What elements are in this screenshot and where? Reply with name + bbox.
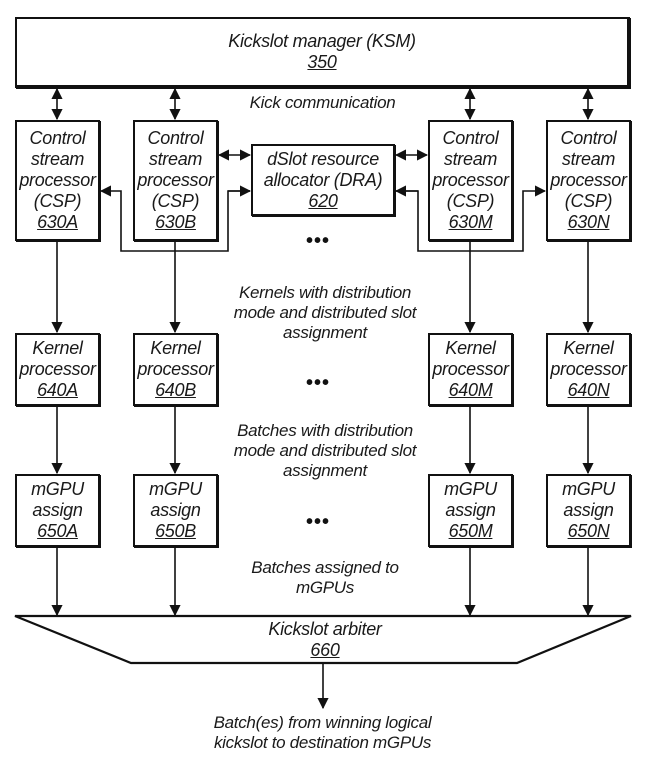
csp-n-line4: (CSP) xyxy=(564,191,613,211)
csp-a-line4: (CSP) xyxy=(33,191,82,211)
kernel-b-line2: processor xyxy=(137,359,214,379)
kickslot-arbiter-shape xyxy=(14,614,632,665)
csp-n-ref: 630N xyxy=(567,212,610,232)
mgpu-ellipsis: ••• xyxy=(306,511,331,533)
mgpu-a-line1: mGPU xyxy=(31,479,84,499)
batches-distribution-label: Batches with distribution mode and distr… xyxy=(225,421,425,481)
output-label: Batch(es) from winning logical kickslot … xyxy=(180,713,465,753)
csp-a-line1: Control xyxy=(29,128,86,148)
assigned-label-line1: Batches assigned to xyxy=(251,558,399,577)
csp-b-ref: 630B xyxy=(155,212,196,232)
csp-n-line3: processor xyxy=(550,170,627,190)
dslot-resource-allocator-box: dSlot resource allocator (DRA) 620 xyxy=(251,144,395,216)
kernel-processor-box-b: Kernel processor 640B xyxy=(133,333,218,406)
kernel-m-line2: processor xyxy=(432,359,509,379)
kernel-n-line2: processor xyxy=(550,359,627,379)
csp-m-line4: (CSP) xyxy=(446,191,495,211)
kernel-n-ref: 640N xyxy=(567,380,610,400)
kickslot-manager-box: Kickslot manager (KSM) 350 xyxy=(15,17,630,88)
csp-ellipsis: ••• xyxy=(306,230,331,252)
mgpu-m-line1: mGPU xyxy=(444,479,497,499)
csp-m-line1: Control xyxy=(442,128,499,148)
mgpu-a-line2: assign xyxy=(32,500,83,520)
batches-assigned-label: Batches assigned to mGPUs xyxy=(225,558,425,598)
kick-communication-label: Kick communication xyxy=(249,93,396,112)
csp-box-b: Control stream processor (CSP) 630B xyxy=(133,120,218,241)
mgpu-m-ref: 650M xyxy=(448,521,493,541)
output-label-line1: Batch(es) from winning logical xyxy=(213,713,432,732)
kernel-m-line1: Kernel xyxy=(445,338,496,358)
ksm-ref: 350 xyxy=(307,52,337,72)
kernel-processor-box-n: Kernel processor 640N xyxy=(546,333,631,406)
ksm-title: Kickslot manager (KSM) xyxy=(228,31,416,51)
csp-a-ref: 630A xyxy=(37,212,78,232)
kernels-label-line3: assignment xyxy=(283,323,367,342)
batches-label-line3: assignment xyxy=(283,461,367,480)
kernel-processor-box-a: Kernel processor 640A xyxy=(15,333,100,406)
kernel-processor-box-m: Kernel processor 640M xyxy=(428,333,513,406)
mgpu-b-ref: 650B xyxy=(155,521,196,541)
kernel-n-line1: Kernel xyxy=(563,338,614,358)
arbiter-title: Kickslot arbiter xyxy=(268,619,382,639)
kernels-label-line1: Kernels with distribution xyxy=(238,283,412,302)
kernel-m-ref: 640M xyxy=(448,380,493,400)
batches-label-line1: Batches with distribution xyxy=(237,421,413,440)
assigned-label-line2: mGPUs xyxy=(295,578,354,597)
csp-n-line2: stream xyxy=(561,149,616,169)
arbiter-ref: 660 xyxy=(310,640,340,660)
mgpu-n-ref: 650N xyxy=(567,521,610,541)
kernels-distribution-label: Kernels with distribution mode and distr… xyxy=(225,283,425,343)
batches-label-line2: mode and distributed slot xyxy=(233,441,417,460)
csp-b-line3: processor xyxy=(137,170,214,190)
kickslot-arbiter-label: Kickslot arbiter 660 xyxy=(130,619,520,661)
csp-a-line2: stream xyxy=(30,149,85,169)
mgpu-b-line2: assign xyxy=(150,500,201,520)
mgpu-n-line1: mGPU xyxy=(562,479,615,499)
mgpu-assign-box-b: mGPU assign 650B xyxy=(133,474,218,547)
csp-b-line2: stream xyxy=(148,149,203,169)
csp-m-line2: stream xyxy=(443,149,498,169)
csp-box-m: Control stream processor (CSP) 630M xyxy=(428,120,513,241)
kernel-a-line1: Kernel xyxy=(32,338,83,358)
dra-ref: 620 xyxy=(308,190,338,211)
mgpu-assign-box-m: mGPU assign 650M xyxy=(428,474,513,547)
csp-m-line3: processor xyxy=(432,170,509,190)
csp-box-n: Control stream processor (CSP) 630N xyxy=(546,120,631,241)
dra-line1: dSlot resource xyxy=(267,148,379,169)
mgpu-assign-box-a: mGPU assign 650A xyxy=(15,474,100,547)
kernel-a-ref: 640A xyxy=(37,380,78,400)
csp-b-line1: Control xyxy=(147,128,204,148)
csp-m-ref: 630M xyxy=(448,212,493,232)
mgpu-m-line2: assign xyxy=(445,500,496,520)
kernel-ellipsis: ••• xyxy=(306,372,331,394)
kernel-b-ref: 640B xyxy=(155,380,196,400)
csp-n-line1: Control xyxy=(560,128,617,148)
mgpu-a-ref: 650A xyxy=(37,521,78,541)
output-label-line2: kickslot to destination mGPUs xyxy=(213,733,432,752)
kernel-b-line1: Kernel xyxy=(150,338,201,358)
csp-b-line4: (CSP) xyxy=(151,191,200,211)
mgpu-b-line1: mGPU xyxy=(149,479,202,499)
csp-a-line3: processor xyxy=(19,170,96,190)
dra-line2: allocator (DRA) xyxy=(263,169,383,190)
kernel-a-line2: processor xyxy=(19,359,96,379)
mgpu-n-line2: assign xyxy=(563,500,614,520)
kernels-label-line2: mode and distributed slot xyxy=(233,303,417,322)
mgpu-assign-box-n: mGPU assign 650N xyxy=(546,474,631,547)
csp-box-a: Control stream processor (CSP) 630A xyxy=(15,120,100,241)
